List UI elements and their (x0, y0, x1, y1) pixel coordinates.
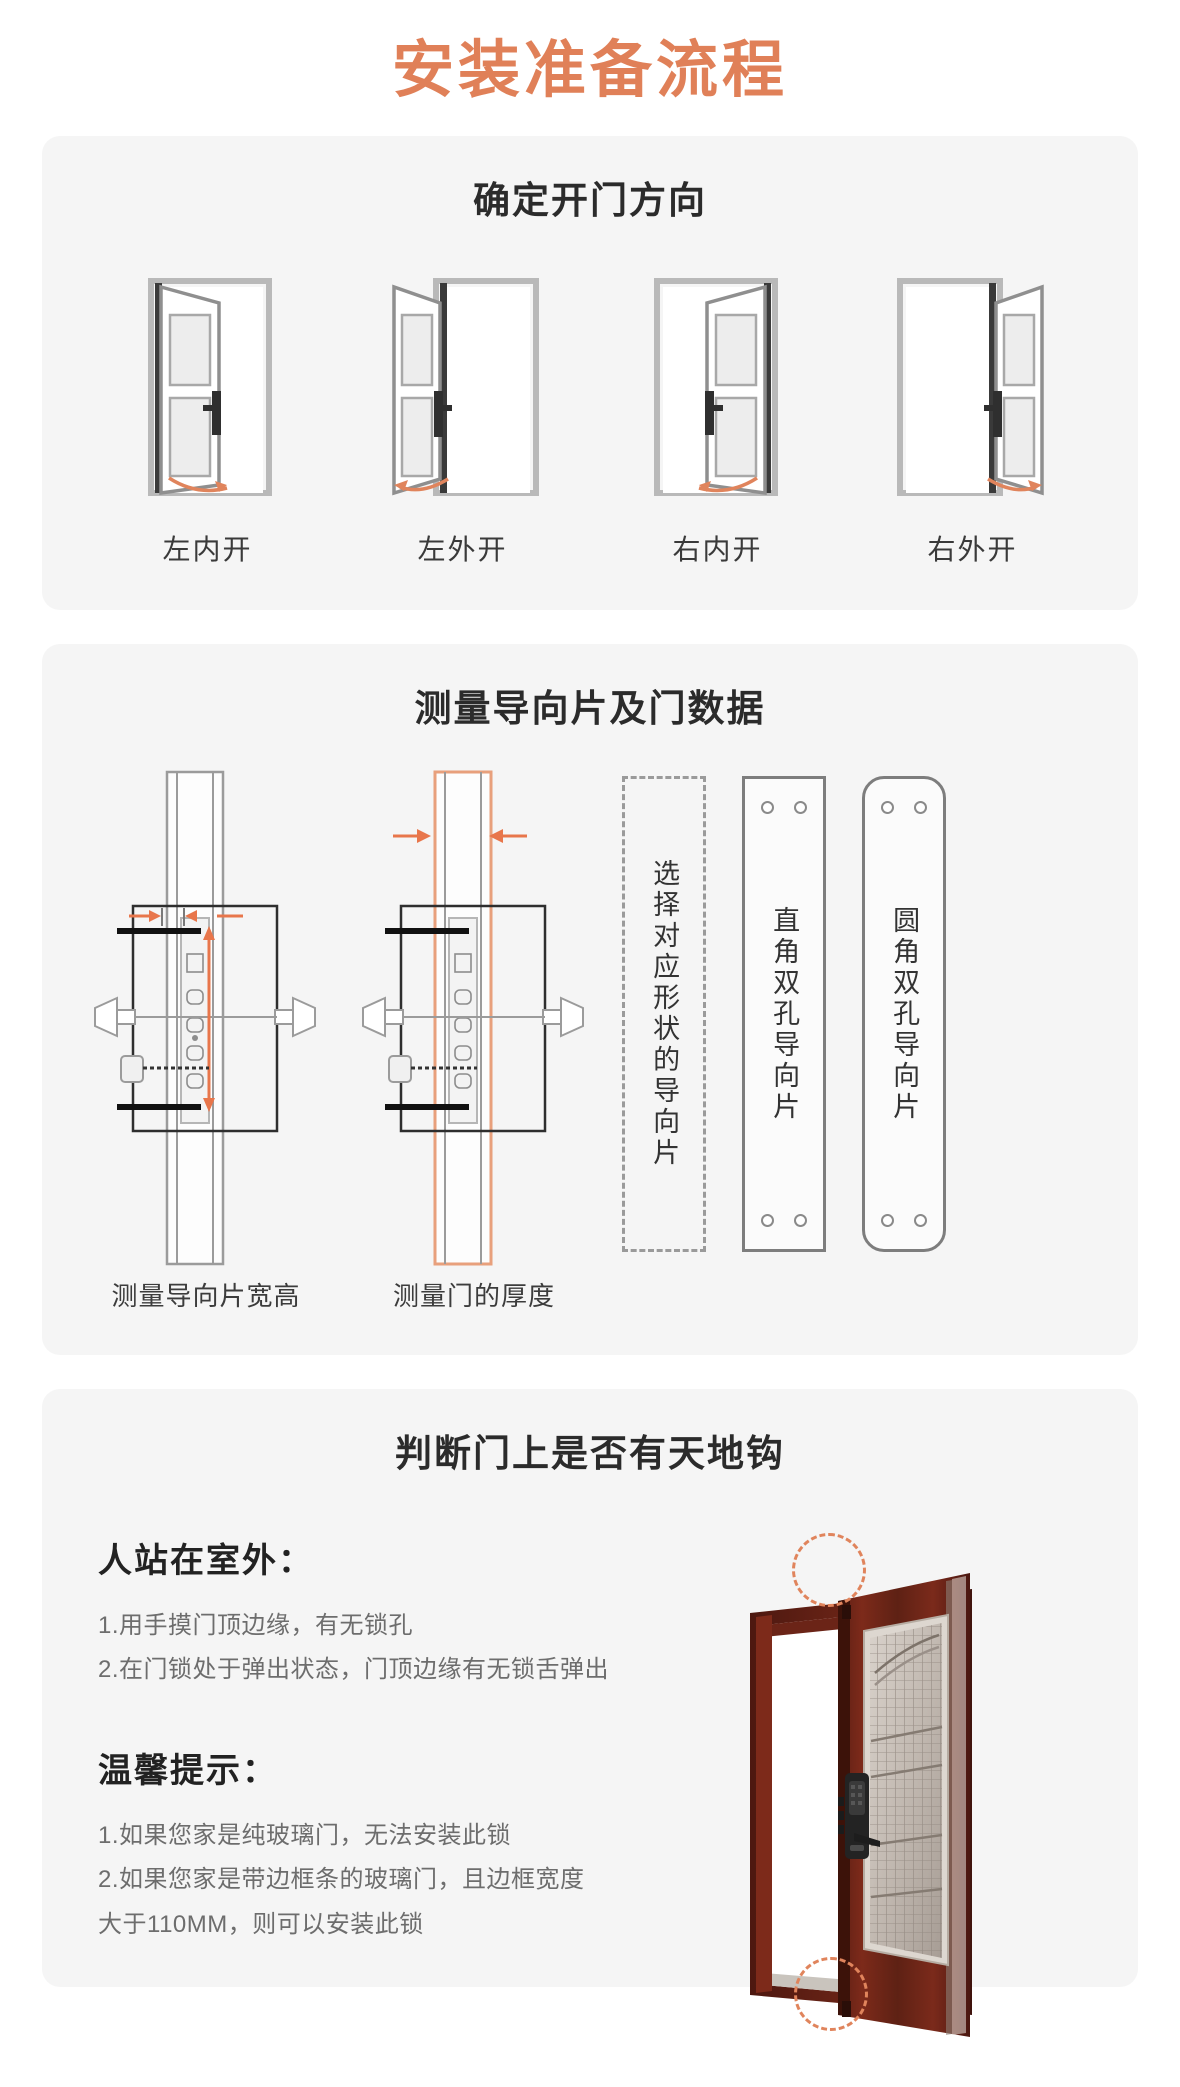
outdoor-check-heading: 人站在室外： (98, 1542, 314, 1580)
door-option-left-outward[interactable]: 左外开 (368, 268, 558, 568)
door-right-inward-icon (623, 268, 813, 498)
measure-item-door-thickness: 测量门的厚度 (340, 768, 608, 1313)
outdoor-check-item: 1.用手摸门顶边缘，有无锁孔 (98, 1612, 414, 1639)
tiandigou-illustration-column: 天地钩 (702, 1507, 1138, 2037)
guide-plate-label: 选择对应形状的导向片 (649, 859, 680, 1169)
measure-item-guide-plate: 测量导向片宽高 (72, 768, 340, 1313)
guide-plate-group: 选择对应形状的导向片 直角双孔导向片 圆角双孔导向片 (608, 768, 946, 1252)
spacer (42, 1313, 1138, 1355)
page-root: 安装准备流程 确定开门方向 (42, 36, 1138, 2037)
door-photo (742, 1545, 1072, 2065)
tiandigou-text-column: 人站在室外： 1.用手摸门顶边缘，有无锁孔 2.在门锁处于弹出状态，门顶边缘有无… (42, 1507, 702, 1947)
door-direction-row: 左内开 (42, 224, 1138, 568)
lock-cross-section-width-icon (72, 768, 340, 1268)
plate-hole-icon (914, 1214, 927, 1227)
section-title-tiandigou: 判断门上是否有天地钩 (395, 1433, 785, 1474)
door-option-right-outward[interactable]: 右外开 (878, 268, 1068, 568)
guide-plate-round-corner[interactable]: 圆角双孔导向片 (862, 776, 946, 1252)
door-option-right-inward[interactable]: 右内开 (623, 268, 813, 568)
hook-highlight-top-circle (792, 1533, 866, 1607)
door-left-inward-icon (113, 268, 303, 498)
lock-cross-section-thickness-icon (340, 768, 608, 1268)
measure-row: 测量导向片宽高 (42, 732, 1138, 1313)
plate-hole-icon (881, 1214, 894, 1227)
plate-hole-icon (794, 1214, 807, 1227)
plate-hole-icon (914, 801, 927, 814)
spacer (98, 1693, 702, 1743)
measure-item-label: 测量门的厚度 (392, 1281, 555, 1311)
tips-item: 大于110MM，则可以安装此锁 (98, 1910, 424, 1938)
card-door-direction: 确定开门方向 (42, 136, 1138, 610)
guide-plate-label: 圆角双孔导向片 (889, 905, 920, 1123)
card-tiandigou: 判断门上是否有天地钩 人站在室外： 1.用手摸门顶边缘，有无锁孔 2.在门锁处于… (42, 1389, 1138, 2037)
door-right-outward-icon (878, 268, 1068, 498)
plate-hole-icon (761, 1214, 774, 1227)
plate-hole-icon (794, 801, 807, 814)
door-option-label: 右内开 (672, 534, 763, 565)
spacer (42, 568, 1138, 610)
guide-plate-square-corner[interactable]: 直角双孔导向片 (742, 776, 826, 1252)
page-title: 安装准备流程 (391, 36, 788, 105)
tips-heading: 温馨提示： (98, 1751, 278, 1790)
tips-item: 2.如果您家是带边框条的玻璃门，且边框宽度 (98, 1866, 585, 1894)
section-title-door-direction: 确定开门方向 (473, 180, 707, 221)
section-title-measure: 测量导向片及门数据 (414, 688, 766, 729)
guide-plate-label: 直角双孔导向片 (769, 905, 800, 1123)
door-option-label: 右外开 (927, 534, 1018, 565)
plate-hole-icon (761, 801, 774, 814)
tiandigou-body: 人站在室外： 1.用手摸门顶边缘，有无锁孔 2.在门锁处于弹出状态，门顶边缘有无… (42, 1477, 1138, 2037)
door-option-label: 左外开 (417, 534, 508, 565)
plate-hole-icon (881, 801, 894, 814)
tips-item: 1.如果您家是纯玻璃门，无法安装此锁 (98, 1821, 512, 1849)
card-measure: 测量导向片及门数据 (42, 644, 1138, 1355)
measure-item-label: 测量导向片宽高 (111, 1281, 301, 1311)
door-option-label: 左内开 (162, 534, 253, 565)
outdoor-check-item: 2.在门锁处于弹出状态，门顶边缘有无锁舌弹出 (98, 1656, 610, 1684)
guide-plate-selector-hint: 选择对应形状的导向片 (622, 776, 706, 1252)
door-option-left-inward[interactable]: 左内开 (113, 268, 303, 568)
hook-highlight-bottom-circle (794, 1957, 868, 2031)
door-left-outward-icon (368, 268, 558, 498)
